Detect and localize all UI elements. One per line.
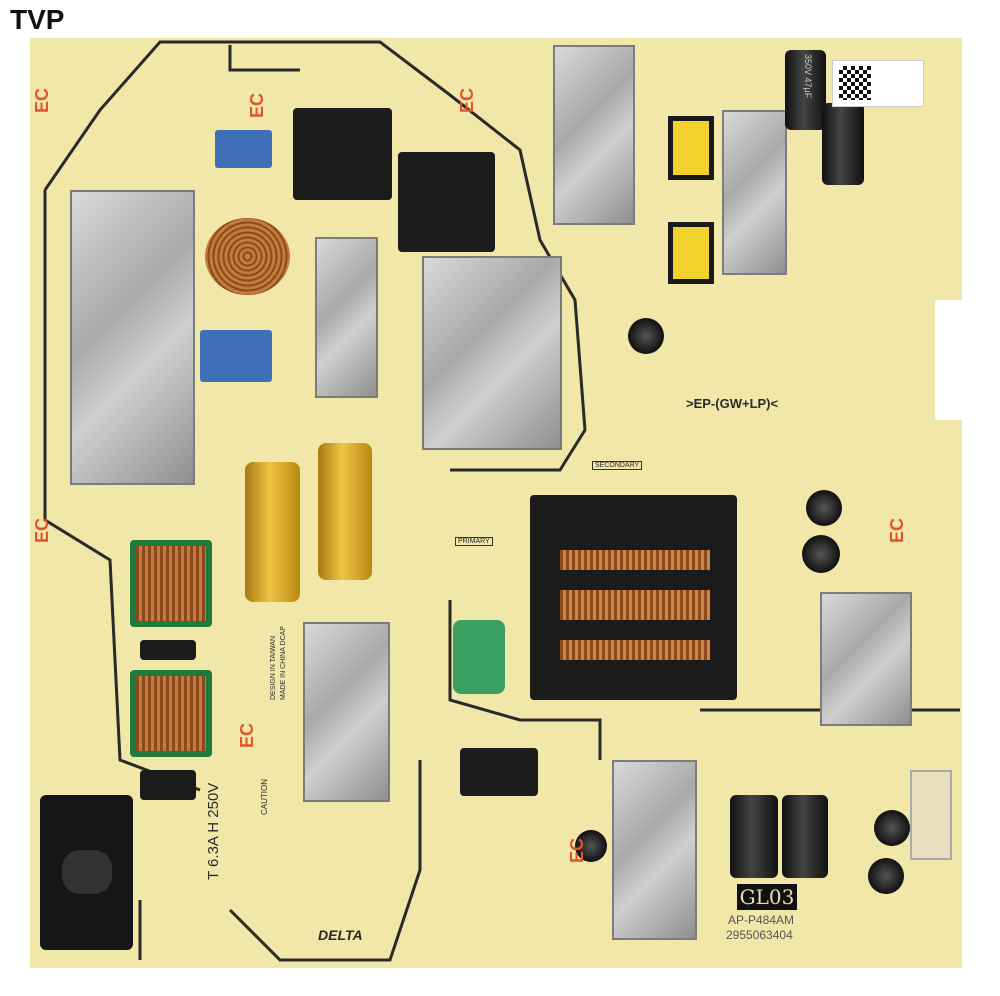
heatsink [422,256,562,450]
ac-inlet-connector[interactable] [40,795,133,950]
trace [228,760,422,962]
heatsink [820,592,912,726]
model-code: GL03 [737,884,797,910]
electrolytic-capacitor: 350V 47μF [785,50,826,130]
small-capacitor [806,490,842,526]
delta-logo: DELTA [318,927,363,943]
part-number: AP-P484AM [728,913,795,927]
watermark: TVP [10,4,65,35]
small-transformer [668,116,714,180]
toroid-inductor [205,218,290,295]
electrolytic-capacitor [822,103,864,185]
bulk-capacitor [245,462,300,602]
ep-marking: >EP-(GW+LP)< [686,396,779,411]
common-mode-choke [130,540,212,627]
ec-mark: EC [237,722,258,749]
trace [228,45,300,72]
caution-text: CAUTION [260,779,269,815]
ec-mark: EC [32,87,53,114]
electrolytic-capacitor [782,795,828,878]
relay [460,748,538,796]
component [140,770,196,800]
ec-mark: EC [247,92,268,119]
component [140,640,196,660]
film-capacitor [215,130,272,168]
board-notch [935,300,965,420]
small-capacitor [874,810,910,846]
ec-mark: EC [457,87,478,114]
ec-mark: EC [32,517,53,544]
secondary-label: SECONDARY [592,461,643,470]
x-capacitor [453,620,505,694]
primary-label: PRIMARY [455,537,493,546]
made-text: MADE IN CHINA DCAP [280,626,287,700]
ec-mark: EC [887,517,908,544]
heatsink [315,237,378,398]
serial-number: 2955063404 [726,928,793,942]
trace [43,40,587,472]
fuse-rating: T 6.3A H 250V [205,782,222,880]
small-capacitor [628,318,664,354]
heatsink [553,45,635,225]
bulk-capacitor [318,443,372,580]
small-capacitor [868,858,904,894]
main-transformer [530,495,737,700]
transformer [293,108,392,200]
heatsink [722,110,787,275]
common-mode-choke [130,670,212,757]
film-capacitor [200,330,272,382]
design-text: DESIGN IN TAIWAN [270,635,277,700]
trace [448,600,602,760]
heatsink [612,760,697,940]
heatsink [70,190,195,485]
small-transformer [668,222,714,284]
transformer [398,152,495,252]
ec-mark: EC [567,837,588,864]
output-connector[interactable] [910,770,952,860]
small-capacitor [802,535,840,573]
small-capacitor [575,830,607,862]
electrolytic-capacitor [730,795,778,878]
qr-sticker [832,60,924,107]
heatsink [303,622,390,802]
